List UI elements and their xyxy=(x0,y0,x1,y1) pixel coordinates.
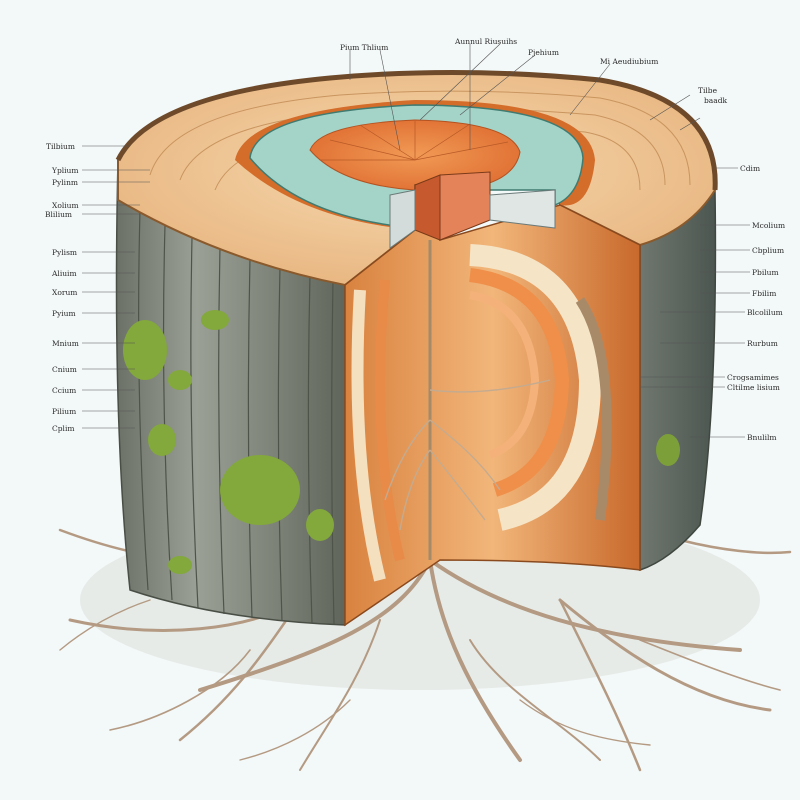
left-label-8: Xorum xyxy=(52,288,77,297)
label-phloem-top: Pjehium xyxy=(528,48,559,57)
left-label-13: Pilium xyxy=(52,407,76,416)
label-bark: Tilbe baadk xyxy=(698,86,728,105)
top-labels: Pium Thlium Aunnul Riusuihs Pjehium Mi A… xyxy=(340,37,728,105)
right-label-4: Pbilum xyxy=(752,268,779,277)
left-label-3: Pylinm xyxy=(52,178,78,187)
right-labels: Cdim Mcolium Cbplium Pbilum Fbilim Blcol… xyxy=(727,164,785,442)
left-label-11: Cnium xyxy=(52,365,77,374)
moss-patches xyxy=(123,310,334,574)
wedge-step-gray xyxy=(389,189,416,249)
label-phloem-xylem: Pium Thlium xyxy=(340,43,388,52)
right-label-9: Cltilme lisium xyxy=(727,383,780,392)
left-label-2: Yplium xyxy=(51,166,79,175)
left-label-9: Pyium xyxy=(52,309,76,318)
label-bark-line1: Tilbe xyxy=(698,86,718,95)
left-label-4: Xolium xyxy=(52,201,79,210)
left-label-10: Mnium xyxy=(52,339,79,348)
roots xyxy=(58,528,792,772)
right-label-5: Fbilim xyxy=(752,289,776,298)
internal-veins xyxy=(384,379,551,531)
leader-lines xyxy=(82,43,750,438)
label-bark-line2: baadk xyxy=(704,96,728,105)
bark-right-face xyxy=(639,187,717,572)
label-annual-rings: Aunnul Riusuihs xyxy=(454,37,517,46)
left-label-7: Aliuim xyxy=(51,269,77,278)
right-label-8: Crogsamimes xyxy=(727,373,779,382)
bark-rim xyxy=(115,69,718,191)
bark-texture xyxy=(138,209,335,625)
right-label-7: Rurbum xyxy=(747,339,778,348)
wedge-step-left xyxy=(414,174,441,241)
wedge-step-right xyxy=(489,189,556,229)
left-label-6: Pylism xyxy=(52,248,77,257)
right-label-2: Mcolium xyxy=(752,221,785,230)
left-label-1: Tilbium xyxy=(46,142,75,151)
right-label-10: Bnulilm xyxy=(747,433,776,442)
cut-growth-rings xyxy=(351,244,612,582)
label-medullary: Mi Aeudiubium xyxy=(600,57,658,66)
left-label-14: Cplim xyxy=(52,424,74,433)
left-labels: Tilbium Yplium Pylinm Xolium Blilium Pyl… xyxy=(45,142,79,433)
left-label-5: Blilium xyxy=(45,210,72,219)
right-label-6: Blcolilum xyxy=(747,308,783,317)
right-label-1: Cdim xyxy=(740,164,760,173)
right-label-3: Cbplium xyxy=(752,246,784,255)
left-label-12: Ccium xyxy=(52,386,76,395)
medullary-rays xyxy=(320,121,509,161)
moss-right xyxy=(656,434,680,466)
